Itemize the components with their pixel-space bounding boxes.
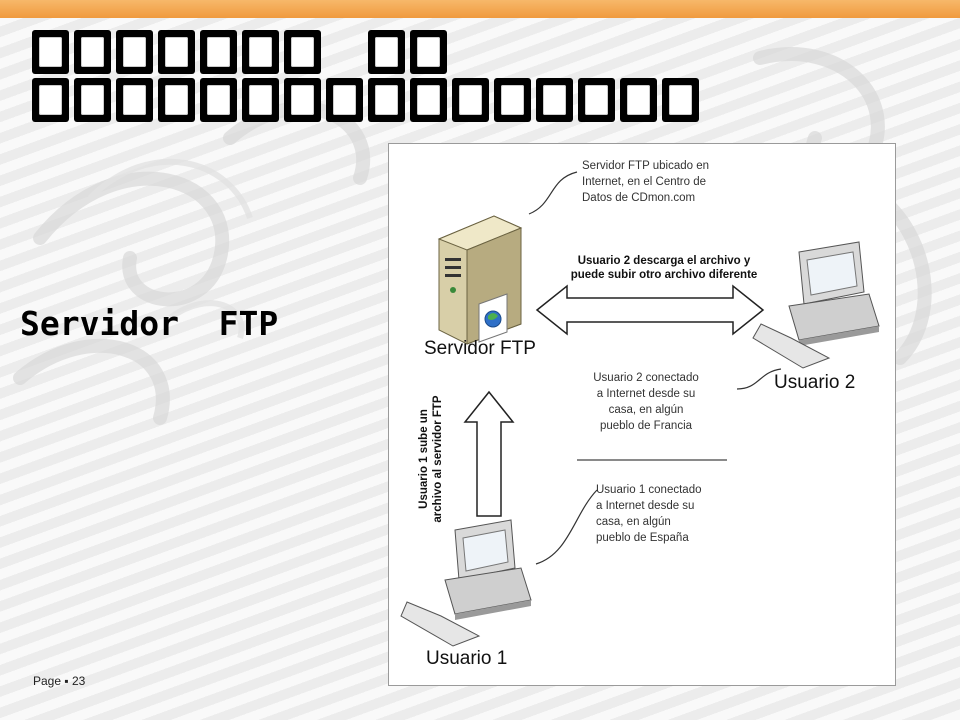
user1-label: Usuario 1	[426, 648, 508, 669]
server-note: Servidor FTP ubicado en Internet, en el …	[582, 160, 709, 204]
server-callout-line	[528, 171, 578, 215]
user1-note: Usuario 1 conectado a Internet desde su …	[596, 484, 702, 544]
upload-label: Usuario 1 sube un archivo al servidor FT…	[418, 395, 444, 523]
slide-subtitle: Servidor FTP	[20, 304, 279, 343]
user2-label: Usuario 2	[774, 372, 856, 393]
title-line-1	[32, 30, 699, 74]
user1-callout-line	[535, 489, 598, 565]
up-arrow-icon	[463, 390, 515, 517]
page-number: Page ▪ 23	[33, 674, 86, 688]
diagram-graphics	[400, 171, 880, 647]
server-label: Servidor FTP	[424, 338, 536, 359]
computer-icon-user1	[400, 519, 532, 647]
server-icon	[437, 215, 523, 345]
top-accent-bar	[0, 0, 960, 18]
computer-icon-user2	[752, 241, 880, 369]
user2-note: Usuario 2 conectado a Internet desde su …	[593, 372, 699, 432]
download-label: Usuario 2 descarga el archivo y puede su…	[570, 255, 758, 281]
double-arrow-icon	[535, 284, 765, 336]
user2-callout-line	[736, 368, 782, 390]
title-line-2	[32, 78, 699, 122]
slide-title	[32, 30, 699, 126]
ftp-diagram: Servidor FTP ubicado en Internet, en el …	[388, 143, 896, 686]
